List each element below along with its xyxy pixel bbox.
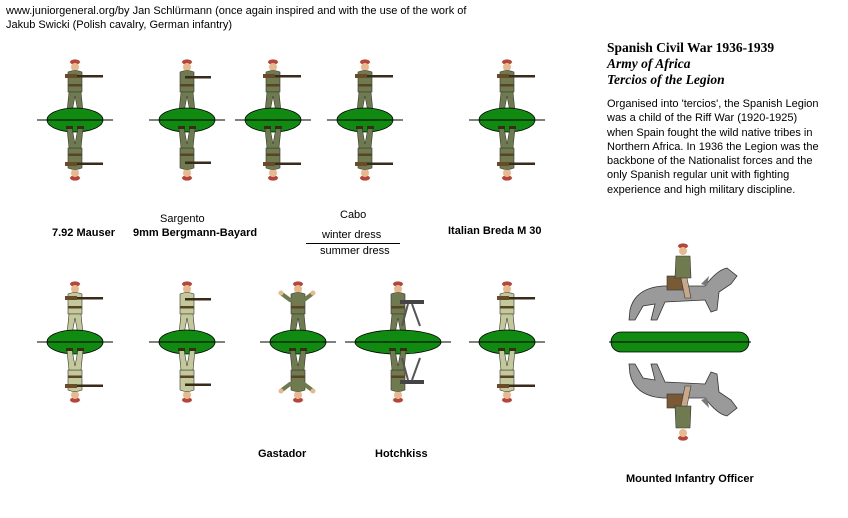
figure-sargento-winter — [149, 59, 225, 181]
credit-line-2: Jakub Swicki (Polish cavalry, German inf… — [6, 19, 232, 31]
figure-bergmann-winter — [235, 59, 311, 181]
label-sargento: Sargento — [160, 213, 205, 225]
officer-top — [628, 243, 738, 321]
figure-top — [497, 59, 535, 114]
figure-breda-summer — [469, 281, 545, 403]
figure-bottom — [497, 126, 535, 181]
label-cabo: Cabo — [340, 209, 367, 221]
figure-gastador-summer — [260, 281, 336, 403]
figure-top — [178, 59, 211, 114]
figure-bottom — [497, 348, 535, 403]
title-line-2: Army of Africa — [607, 56, 691, 71]
figure-breda-winter — [469, 59, 545, 181]
figure-top — [65, 59, 103, 114]
credit-line-1: www.juniorgeneral.org/by Jan Schlürmann … — [6, 5, 467, 17]
figure-top — [178, 281, 211, 336]
figure-top — [355, 59, 393, 114]
dress-divider — [306, 243, 400, 244]
figure-top — [497, 281, 535, 336]
title-line-3: Tercios of the Legion — [607, 72, 725, 87]
title-line-1: Spanish Civil War 1936-1939 — [607, 40, 775, 55]
figure-bottom — [178, 348, 211, 403]
figure-cabo-winter — [327, 59, 403, 181]
label-mauser: 7.92 Mauser — [52, 227, 115, 239]
figure-bottom — [65, 348, 103, 403]
figure-hotchkiss-summer — [345, 281, 451, 403]
figure-top — [263, 59, 301, 114]
label-mounted-officer: Mounted Infantry Officer — [626, 473, 754, 485]
figure-bottom — [65, 126, 103, 181]
page-title: Spanish Civil War 1936-1939 Army of Afri… — [607, 40, 774, 88]
label-hotchkiss: Hotchkiss — [375, 448, 428, 460]
figure-top — [278, 281, 316, 336]
figure-mauser-summer — [37, 281, 113, 403]
label-winter-dress: winter dress — [322, 229, 382, 241]
label-bergmann: 9mm Bergmann-Bayard — [133, 227, 258, 239]
officer-bottom — [628, 363, 738, 441]
credit-text: www.juniorgeneral.org/by Jan Schlürmann … — [6, 4, 486, 32]
figure-bottom — [178, 126, 211, 181]
figure-mounted-officer — [609, 243, 751, 441]
figure-mauser-winter — [37, 59, 113, 181]
figure-bottom — [355, 126, 393, 181]
figure-bottom — [389, 348, 424, 403]
figure-top — [389, 281, 424, 336]
label-gastador: Gastador — [258, 448, 307, 460]
label-breda: Italian Breda M 30 — [448, 225, 542, 237]
description-text: Organised into 'tercios', the Spanish Le… — [607, 98, 819, 196]
figure-sargento-summer — [149, 281, 225, 403]
figure-bottom — [263, 126, 301, 181]
label-summer-dress: summer dress — [320, 245, 390, 257]
figure-bottom — [278, 348, 316, 403]
figure-top — [65, 281, 103, 336]
